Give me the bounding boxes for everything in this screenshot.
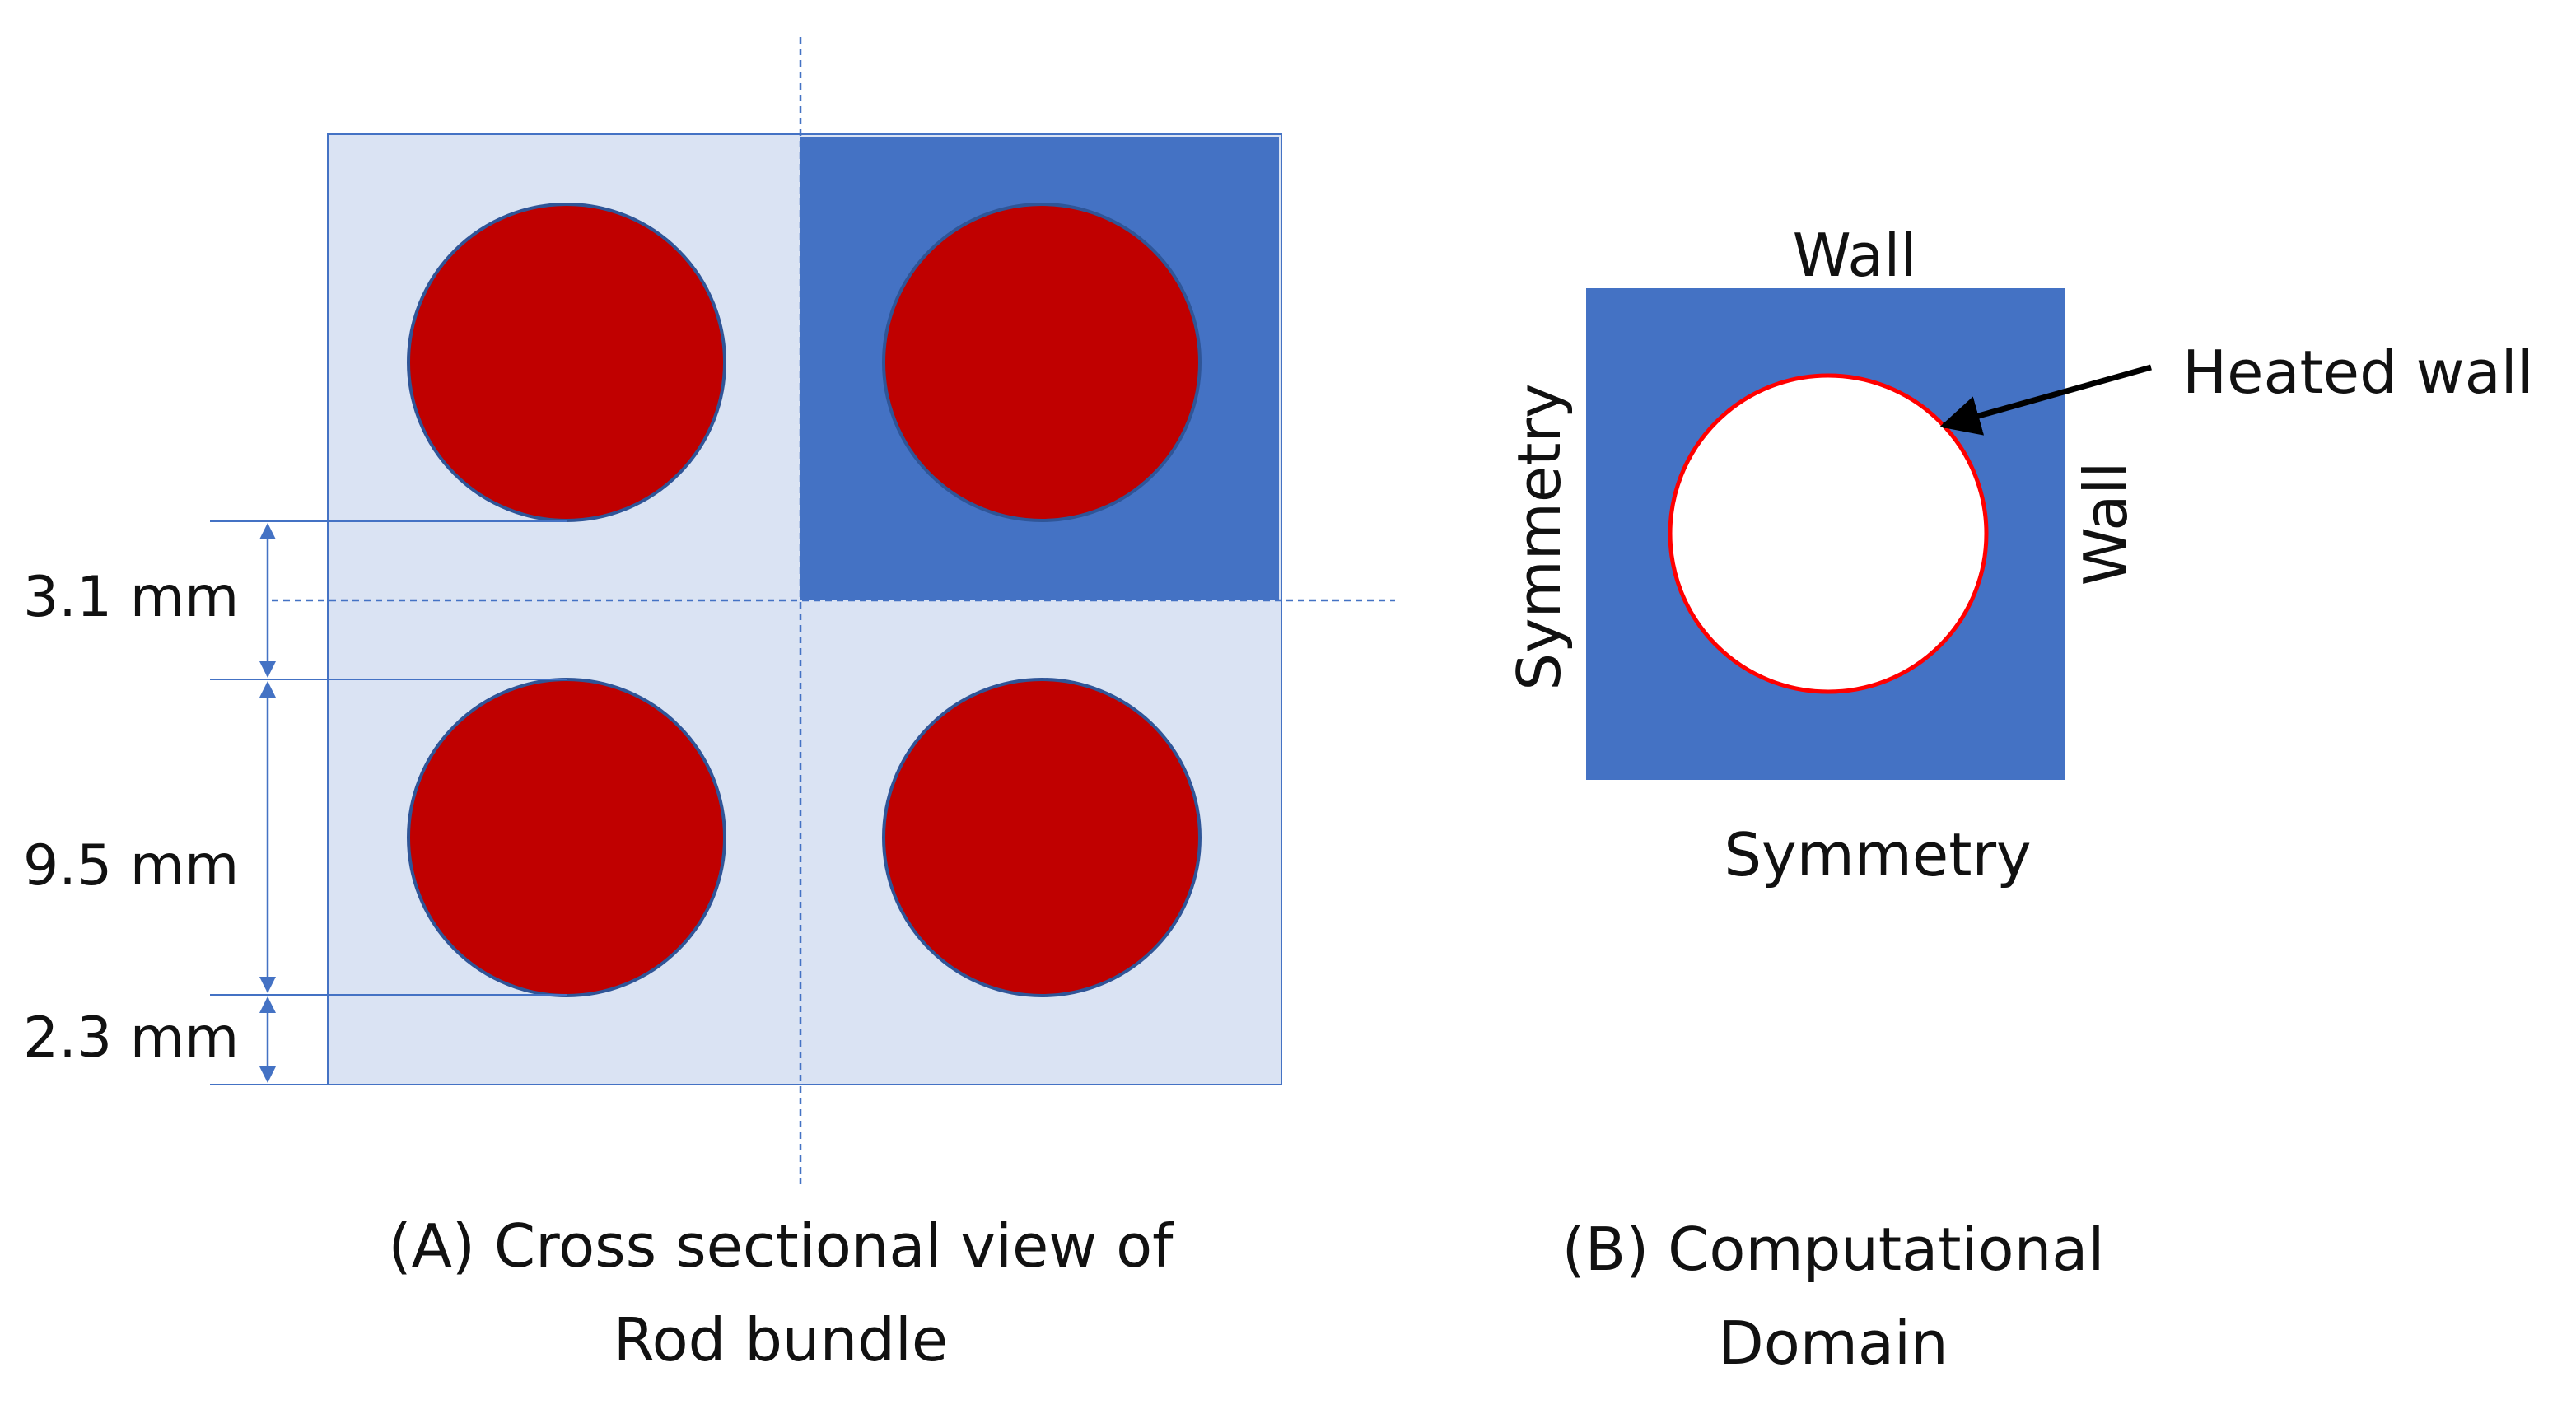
rod-bundle-panel: 3.1 mm 9.5 mm 2.3 mm (A) Cross sectional… bbox=[23, 37, 1395, 1374]
rod-bottom-left bbox=[407, 678, 726, 997]
rod-top-right bbox=[882, 203, 1202, 522]
computational-domain-panel: Wall Symmetry Symmetry Wall Heated wall … bbox=[1505, 221, 2534, 1378]
panel-a-caption-line2: Rod bundle bbox=[614, 1305, 948, 1374]
left-symmetry-label: Symmetry bbox=[1505, 383, 1574, 690]
heated-wall-pointer-arrow bbox=[1939, 364, 2152, 436]
panel-b-caption-line2: Domain bbox=[1718, 1309, 1948, 1378]
rod-diameter-dimension-label: 9.5 mm bbox=[23, 833, 239, 898]
edge-gap-dimension-label: 2.3 mm bbox=[23, 1006, 239, 1071]
bottom-symmetry-label: Symmetry bbox=[1724, 820, 2031, 889]
right-wall-label: Wall bbox=[2071, 462, 2140, 586]
gap-dimension-label: 3.1 mm bbox=[23, 565, 239, 630]
panel-a-caption-line1: (A) Cross sectional view of bbox=[389, 1211, 1175, 1281]
dimension-extension-lines bbox=[210, 520, 567, 1085]
top-wall-label: Wall bbox=[1793, 221, 1917, 290]
rod-top-left bbox=[407, 203, 726, 522]
heated-wall-rod-surface bbox=[1668, 373, 1989, 694]
rod-bottom-right bbox=[882, 678, 1202, 997]
panel-b-caption-line1: (B) Computational bbox=[1562, 1215, 2105, 1284]
heated-wall-label: Heated wall bbox=[2182, 338, 2534, 407]
